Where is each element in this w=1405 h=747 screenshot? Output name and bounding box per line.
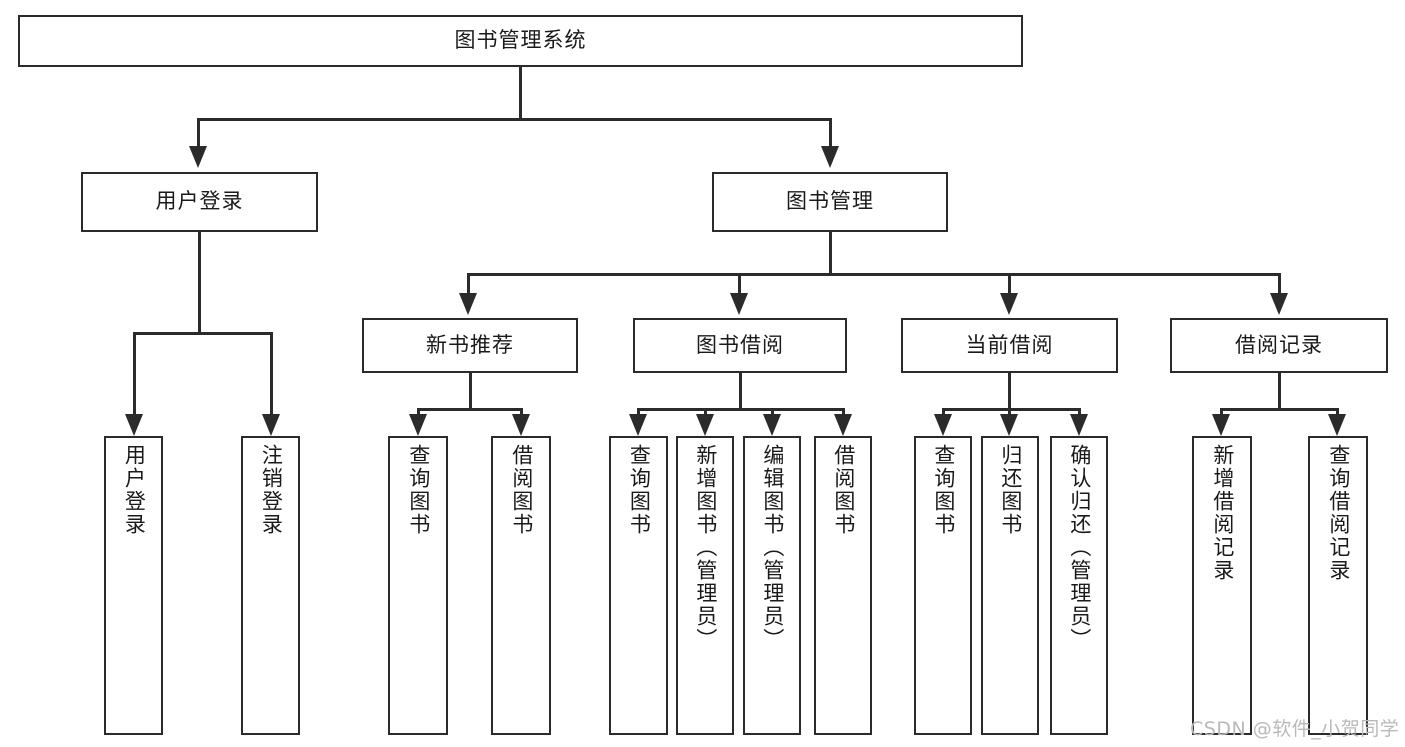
node-new-book-recommend[interactable]: 新书推荐 bbox=[362, 318, 578, 373]
edge-book-manage-bus bbox=[467, 273, 1281, 276]
node-label: 图书借阅 bbox=[696, 332, 784, 357]
leaf-label: 借阅图书 bbox=[509, 444, 534, 536]
edge-drop-book-manage bbox=[829, 118, 832, 146]
edge-book-manage-drop-4 bbox=[1278, 273, 1281, 293]
edge-bb-bus bbox=[637, 408, 845, 411]
edge-user-login-drop-2 bbox=[270, 332, 273, 414]
leaf-cb-query-book[interactable]: 查询图书 bbox=[914, 436, 972, 735]
leaf-label: 新增借阅记录 bbox=[1210, 444, 1235, 582]
arrow-to-bb-leaf-2 bbox=[696, 414, 714, 436]
leaf-label: 查询图书 bbox=[931, 444, 956, 536]
leaf-label: 借阅图书 bbox=[831, 444, 856, 536]
arrow-to-bb-leaf-4 bbox=[834, 414, 852, 436]
arrow-to-leaf-logout bbox=[262, 414, 280, 436]
arrow-to-nbr-leaf-1 bbox=[409, 414, 427, 436]
leaf-bb-borrow-book[interactable]: 借阅图书 bbox=[814, 436, 872, 735]
node-root-system[interactable]: 图书管理系统 bbox=[18, 15, 1023, 67]
leaf-label: 归还图书 bbox=[998, 444, 1023, 536]
node-borrow-record[interactable]: 借阅记录 bbox=[1170, 318, 1388, 373]
arrow-to-current-borrow bbox=[1000, 293, 1018, 315]
edge-drop-user-login bbox=[197, 118, 200, 146]
edge-nbr-bus bbox=[417, 408, 523, 411]
leaf-label: 确认归还（管理员） bbox=[1067, 444, 1092, 651]
leaf-label: 注销登录 bbox=[259, 444, 284, 536]
leaf-bb-edit-book[interactable]: 编辑图书（管理员） bbox=[743, 436, 801, 735]
leaf-label: 新增图书（管理员） bbox=[693, 444, 718, 651]
edge-nbr-stem bbox=[469, 373, 472, 409]
node-label: 当前借阅 bbox=[965, 332, 1054, 357]
edge-book-manage-stem bbox=[829, 232, 832, 274]
edge-user-login-stem bbox=[198, 232, 201, 333]
node-label: 新书推荐 bbox=[426, 332, 514, 357]
edge-cb-bus bbox=[942, 408, 1081, 411]
arrow-to-user-login bbox=[189, 146, 207, 168]
edge-nbr-drop-2 bbox=[520, 408, 523, 416]
edge-user-login-drop-1 bbox=[133, 332, 136, 414]
leaf-nbr-borrow-book[interactable]: 借阅图书 bbox=[491, 436, 551, 735]
edge-bb-drop-2 bbox=[704, 408, 707, 416]
node-book-borrow[interactable]: 图书借阅 bbox=[633, 318, 847, 373]
edge-book-manage-drop-2 bbox=[738, 273, 741, 293]
leaf-label: 查询借阅记录 bbox=[1326, 444, 1351, 582]
arrow-to-cb-leaf-1 bbox=[934, 414, 952, 436]
leaf-br-add-record[interactable]: 新增借阅记录 bbox=[1192, 436, 1252, 735]
leaf-label: 查询图书 bbox=[406, 444, 431, 536]
edge-cb-drop-1 bbox=[942, 408, 945, 416]
edge-cb-drop-2 bbox=[1008, 408, 1011, 416]
edge-cb-stem bbox=[1008, 373, 1011, 409]
edge-bb-drop-4 bbox=[842, 408, 845, 416]
edge-bb-drop-3 bbox=[771, 408, 774, 416]
edge-cb-drop-3 bbox=[1078, 408, 1081, 416]
arrow-to-br-leaf-1 bbox=[1212, 414, 1230, 436]
edge-book-manage-drop-3 bbox=[1008, 273, 1011, 293]
node-label: 借阅记录 bbox=[1235, 332, 1323, 357]
edge-br-stem bbox=[1278, 373, 1281, 409]
edge-user-login-bus bbox=[133, 332, 270, 335]
arrow-to-book-manage bbox=[821, 146, 839, 168]
csdn-watermark: CSDN @软件_小贺同学 bbox=[1190, 718, 1400, 740]
arrow-to-new-book-recommend bbox=[459, 293, 477, 315]
arrow-to-br-leaf-2 bbox=[1328, 414, 1346, 436]
node-label: 图书管理系统 bbox=[454, 28, 587, 53]
node-user-login[interactable]: 用户登录 bbox=[81, 172, 318, 232]
leaf-label: 用户登录 bbox=[122, 444, 147, 536]
edge-root-stem bbox=[519, 67, 522, 119]
leaf-label: 编辑图书（管理员） bbox=[760, 444, 785, 651]
arrow-to-bb-leaf-1 bbox=[629, 414, 647, 436]
edge-bb-stem bbox=[739, 373, 742, 409]
arrow-to-borrow-record bbox=[1270, 293, 1288, 315]
leaf-cb-confirm-return[interactable]: 确认归还（管理员） bbox=[1050, 436, 1108, 735]
arrow-to-cb-leaf-3 bbox=[1070, 414, 1088, 436]
leaf-nbr-query-book[interactable]: 查询图书 bbox=[388, 436, 448, 735]
node-label: 图书管理 bbox=[786, 189, 874, 214]
arrow-to-leaf-user-login bbox=[125, 414, 143, 436]
arrow-to-book-borrow bbox=[730, 293, 748, 315]
leaf-label: 查询图书 bbox=[627, 444, 652, 536]
leaf-cb-return-book[interactable]: 归还图书 bbox=[981, 436, 1039, 735]
edge-level2-bus bbox=[197, 118, 832, 121]
arrow-to-nbr-leaf-2 bbox=[512, 414, 530, 436]
arrow-to-cb-leaf-2 bbox=[1000, 414, 1018, 436]
leaf-logout[interactable]: 注销登录 bbox=[241, 436, 300, 735]
edge-bb-drop-1 bbox=[637, 408, 640, 416]
leaf-bb-add-book[interactable]: 新增图书（管理员） bbox=[676, 436, 734, 735]
node-book-manage[interactable]: 图书管理 bbox=[712, 172, 948, 232]
edge-br-bus bbox=[1220, 408, 1339, 411]
edge-br-drop-2 bbox=[1336, 408, 1339, 416]
leaf-user-login[interactable]: 用户登录 bbox=[104, 436, 163, 735]
edge-book-manage-drop-1 bbox=[467, 273, 470, 293]
node-current-borrow[interactable]: 当前借阅 bbox=[901, 318, 1118, 373]
edge-br-drop-1 bbox=[1220, 408, 1223, 416]
edge-nbr-drop-1 bbox=[417, 408, 420, 416]
node-label: 用户登录 bbox=[155, 189, 244, 214]
arrow-to-bb-leaf-3 bbox=[763, 414, 781, 436]
leaf-br-query-record[interactable]: 查询借阅记录 bbox=[1308, 436, 1368, 735]
leaf-bb-query-book[interactable]: 查询图书 bbox=[609, 436, 668, 735]
